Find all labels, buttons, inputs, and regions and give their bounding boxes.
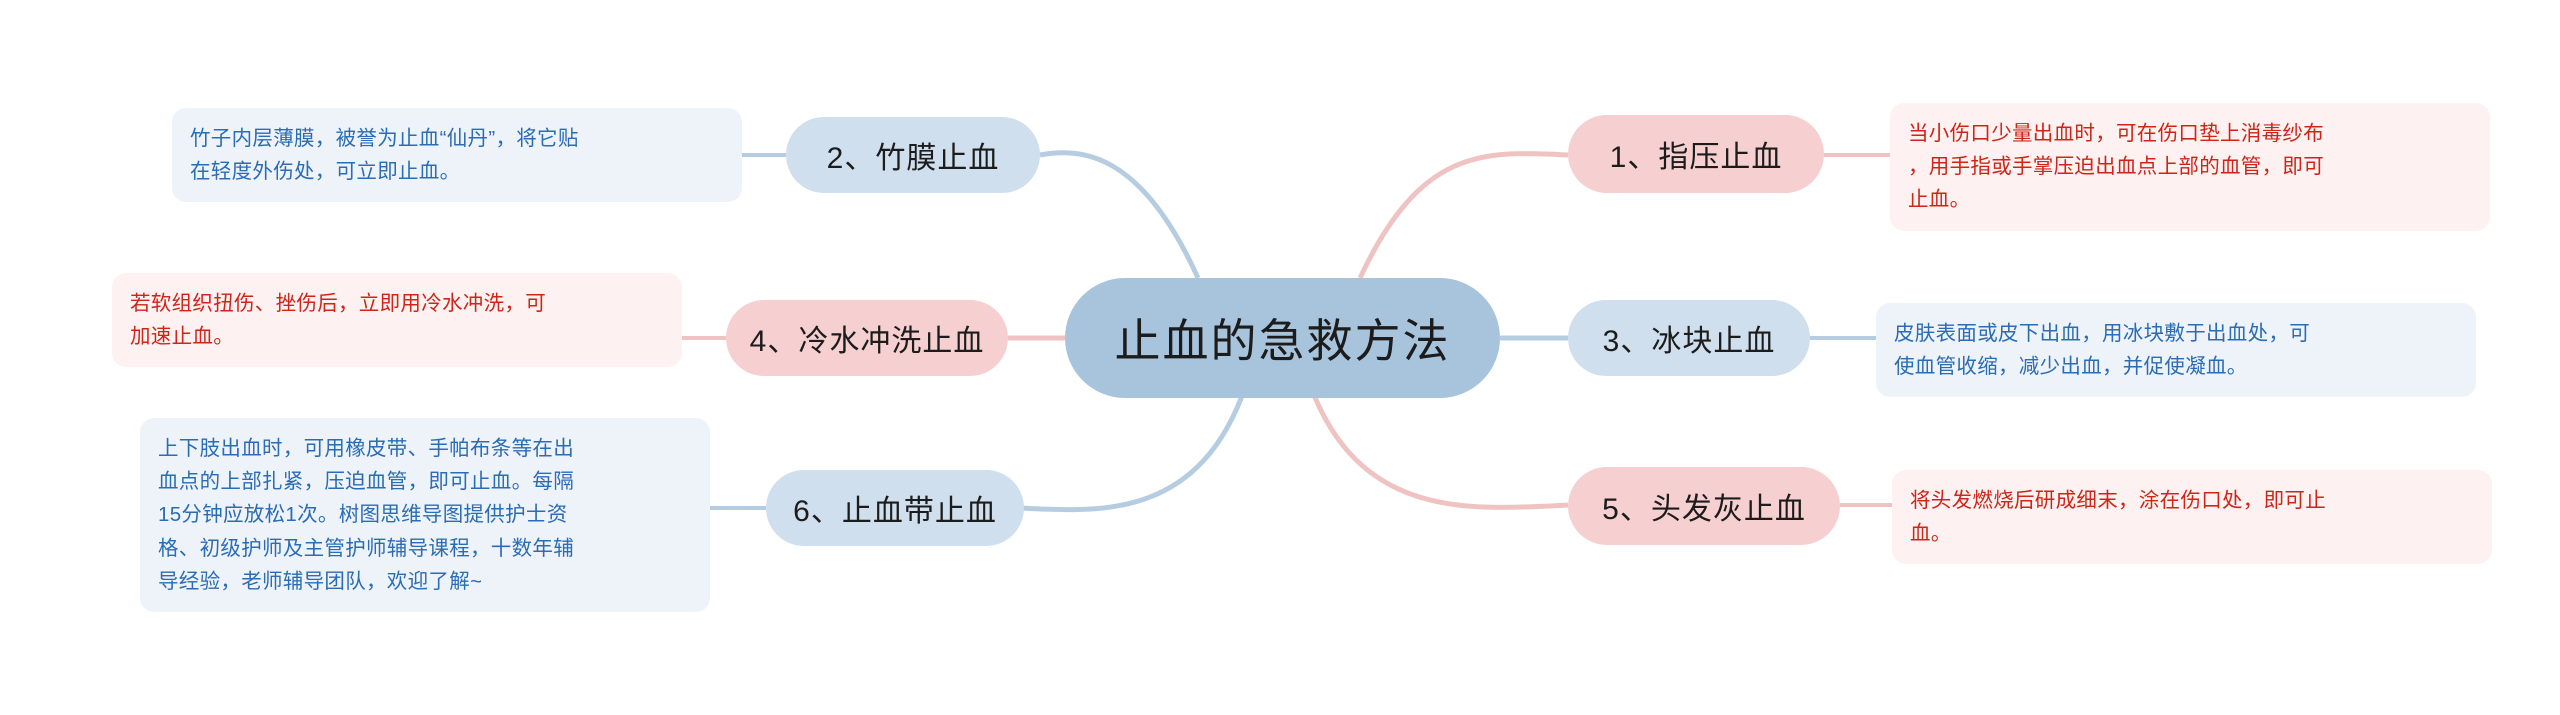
center-node[interactable]: 止血的急救方法 — [1065, 278, 1500, 398]
note-6[interactable]: 上下肢出血时，可用橡皮带、手帕布条等在出 血点的上部扎紧，压迫血管，即可止血。每… — [140, 418, 710, 613]
note-6-line-2: 血点的上部扎紧，压迫血管，即可止血。每隔 — [158, 470, 574, 494]
branch-node-2-label: 2、竹膜止血 — [826, 142, 1000, 175]
note-4[interactable]: 若软组织扭伤、挫伤后，立即用冷水冲洗，可 加速止血。 — [112, 273, 682, 368]
note-6-line-4: 格、初级护师及主管护师辅导课程，十数年辅 — [158, 536, 574, 560]
branch-node-6[interactable]: 6、止血带止血 — [766, 470, 1024, 546]
branch-node-4[interactable]: 4、冷水冲洗止血 — [726, 300, 1008, 376]
link-center-to-branch-5 — [1307, 384, 1569, 510]
branch-node-5[interactable]: 5、头发灰止血 — [1568, 467, 1840, 545]
center-node-label: 止血的急救方法 — [1114, 315, 1451, 367]
note-4-line-2: 加速止血。 — [130, 325, 234, 349]
note-3-line-1: 皮肤表面或皮下出血，用冰块敷于出血处，可 — [1894, 322, 2310, 345]
note-6-line-1: 上下肢出血时，可用橡皮带、手帕布条等在出 — [158, 437, 574, 460]
branch-node-1-label: 1、指压止血 — [1609, 141, 1783, 174]
note-6-line-5: 导经验，老师辅导团队，欢迎了解~ — [158, 569, 483, 593]
branch-node-3-label: 3、冰块止血 — [1602, 325, 1776, 358]
branch-node-4-label: 4、冷水冲洗止血 — [749, 325, 985, 358]
branch-node-5-label: 5、头发灰止血 — [1602, 493, 1806, 526]
note-4-line-1: 若软组织扭伤、挫伤后，立即用冷水冲洗，可 — [130, 292, 546, 315]
note-1-line-3: 止血。 — [1908, 188, 1971, 212]
link-center-to-branch-2 — [1039, 150, 1201, 280]
note-2[interactable]: 竹子内层薄膜，被誉为止血“仙丹”，将它贴 在轻度外伤处，可立即止血。 — [172, 108, 742, 203]
note-5-line-2: 血。 — [1910, 522, 1952, 546]
branch-node-3[interactable]: 3、冰块止血 — [1568, 300, 1810, 376]
note-5-line-1: 将头发燃烧后研成细末，涂在伤口处，即可止 — [1910, 489, 2326, 512]
note-1[interactable]: 当小伤口少量出血时，可在伤口垫上消毒纱布 ，用手指或手掌压迫出血点上部的血管，即… — [1890, 103, 2490, 231]
note-2-line-1: 竹子内层薄膜，被誉为止血“仙丹”，将它贴 — [190, 127, 579, 150]
note-1-line-2: ，用手指或手掌压迫出血点上部的血管，即可 — [1908, 155, 2324, 179]
note-6-line-3: 15分钟应放松1次。树图思维导图提供护士资 — [158, 503, 568, 527]
note-5[interactable]: 将头发燃烧后研成细末，涂在伤口处，即可止 血。 — [1892, 470, 2492, 565]
link-center-to-branch-6 — [1019, 384, 1249, 513]
link-center-to-branch-1 — [1357, 150, 1569, 280]
branch-node-2[interactable]: 2、竹膜止血 — [786, 117, 1040, 193]
branch-node-6-label: 6、止血带止血 — [793, 495, 997, 528]
note-3[interactable]: 皮肤表面或皮下出血，用冰块敷于出血处，可 使血管收缩，减少出血，并促使凝血。 — [1876, 303, 2476, 398]
note-1-line-1: 当小伤口少量出血时，可在伤口垫上消毒纱布 — [1908, 122, 2324, 145]
note-3-line-2: 使血管收缩，减少出血，并促使凝血。 — [1894, 355, 2248, 379]
branch-node-1[interactable]: 1、指压止血 — [1568, 115, 1824, 193]
note-2-line-2: 在轻度外伤处，可立即止血。 — [190, 160, 461, 184]
